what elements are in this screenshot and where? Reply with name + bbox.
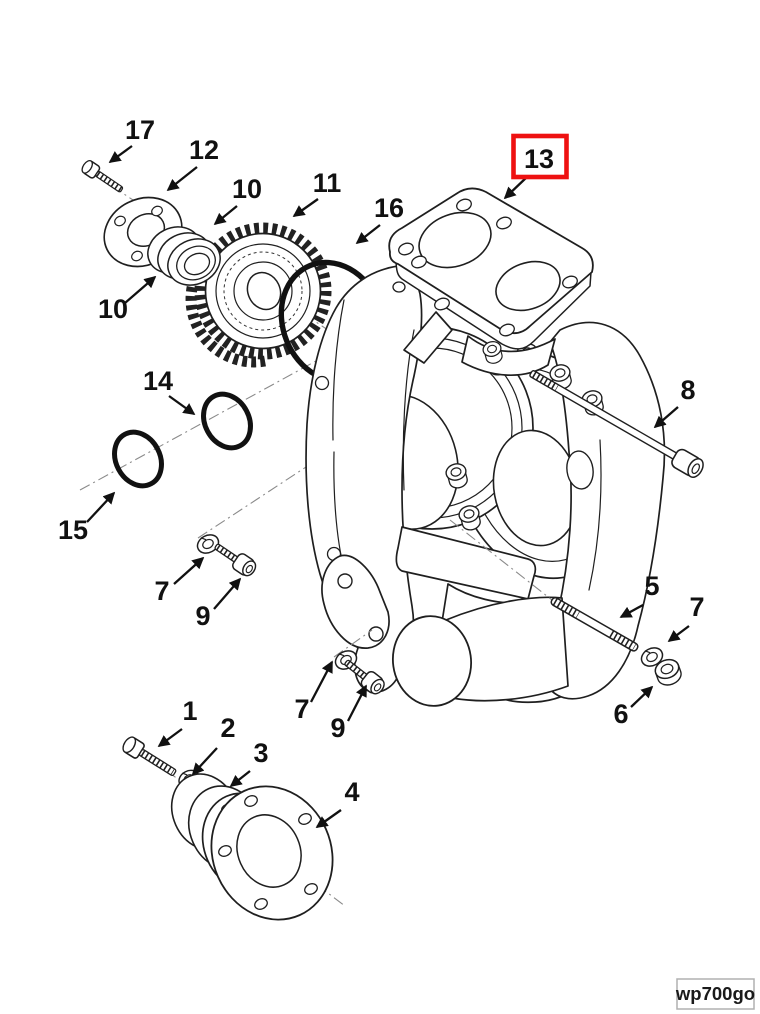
callout-label[interactable]: 13: [524, 144, 554, 174]
callout-label[interactable]: 9: [195, 601, 210, 631]
part-oring-small: [112, 429, 164, 489]
part-hub-bolt: [122, 736, 177, 777]
callout-arrow: [630, 685, 654, 708]
callout-arrow: [355, 224, 381, 245]
callout-9-left[interactable]: 9: [195, 577, 242, 631]
callout-9-bottom[interactable]: 9: [330, 684, 368, 743]
callout-label[interactable]: 16: [374, 193, 404, 223]
callout-arrow: [168, 395, 196, 415]
callout-label[interactable]: 7: [154, 576, 169, 606]
callout-10-lower[interactable]: 10: [98, 275, 157, 324]
callout-5[interactable]: 5: [619, 571, 660, 619]
callout-label[interactable]: 7: [294, 694, 309, 724]
callout-arrow: [619, 603, 644, 619]
callout-10-upper[interactable]: 10: [213, 174, 262, 226]
callout-label[interactable]: 10: [232, 174, 262, 204]
callout-arrow: [667, 625, 690, 643]
callout-11[interactable]: 11: [292, 168, 342, 217]
highlight-box: [511, 133, 569, 180]
callout-13-highlighted[interactable]: 13: [503, 133, 569, 200]
callout-16[interactable]: 16: [355, 193, 404, 245]
watermark-box: [676, 978, 755, 1010]
callout-arrow: [309, 660, 334, 703]
callout-8[interactable]: 8: [653, 375, 696, 429]
callout-4[interactable]: 4: [315, 777, 360, 828]
callout-label[interactable]: 9: [330, 713, 345, 743]
callout-7-bottom[interactable]: 7: [294, 660, 334, 724]
callout-arrow: [191, 747, 218, 776]
part-stud: [550, 597, 639, 652]
callout-3[interactable]: 3: [229, 738, 269, 788]
callout-arrow: [213, 577, 242, 610]
callout-7-left[interactable]: 7: [154, 556, 205, 606]
callout-1[interactable]: 1: [157, 696, 198, 747]
callout-12[interactable]: 12: [166, 135, 219, 192]
callout-arrow: [315, 809, 342, 828]
callouts: 17 12 10 11 16 13 8 10: [58, 115, 705, 828]
callout-arrow: [157, 728, 183, 747]
callout-label[interactable]: 14: [143, 366, 173, 396]
callout-label[interactable]: 1: [182, 696, 197, 726]
callout-label[interactable]: 8: [680, 375, 695, 405]
callout-arrow: [346, 684, 368, 722]
part-capscrew-left: [214, 543, 257, 577]
part-long-bolt: [529, 370, 704, 478]
callout-arrow: [173, 556, 205, 585]
callout-arrow: [124, 275, 157, 304]
callout-arrow: [86, 491, 116, 523]
watermark: wp700go: [675, 978, 755, 1010]
callout-arrow: [166, 166, 198, 192]
callout-label[interactable]: 5: [644, 571, 659, 601]
callout-label[interactable]: 10: [98, 294, 128, 324]
part-seal-rings: [147, 226, 221, 286]
part-pump-housing: [305, 265, 666, 707]
callout-arrow: [503, 175, 529, 200]
callout-label[interactable]: 15: [58, 515, 88, 545]
callout-6[interactable]: 6: [613, 685, 654, 729]
part-top-mounting-plate: [388, 187, 594, 376]
callout-14[interactable]: 14: [143, 366, 196, 415]
part-small-bolt: [81, 159, 124, 193]
callout-label[interactable]: 4: [344, 777, 359, 807]
callout-17[interactable]: 17: [108, 115, 155, 163]
callout-label[interactable]: 3: [253, 738, 268, 768]
part-oring-medium: [201, 391, 253, 451]
callout-arrow: [213, 205, 238, 226]
callout-label[interactable]: 7: [689, 592, 704, 622]
part-nut: [654, 658, 682, 686]
part-fan-flange: [210, 785, 334, 921]
callout-7-right[interactable]: 7: [667, 592, 705, 643]
callout-2[interactable]: 2: [191, 713, 236, 776]
watermark-text: wp700go: [675, 983, 755, 1004]
callout-label[interactable]: 11: [313, 168, 342, 198]
callout-arrow: [229, 770, 251, 788]
callout-arrow: [653, 406, 679, 429]
callout-label[interactable]: 12: [189, 135, 219, 165]
callout-arrow: [108, 145, 133, 163]
callout-label[interactable]: 2: [220, 713, 235, 743]
callout-label[interactable]: 17: [125, 115, 155, 145]
callout-arrow: [292, 198, 319, 217]
callout-label[interactable]: 6: [613, 699, 628, 729]
callout-15[interactable]: 15: [58, 491, 116, 545]
part-drive-gear: [185, 222, 332, 368]
